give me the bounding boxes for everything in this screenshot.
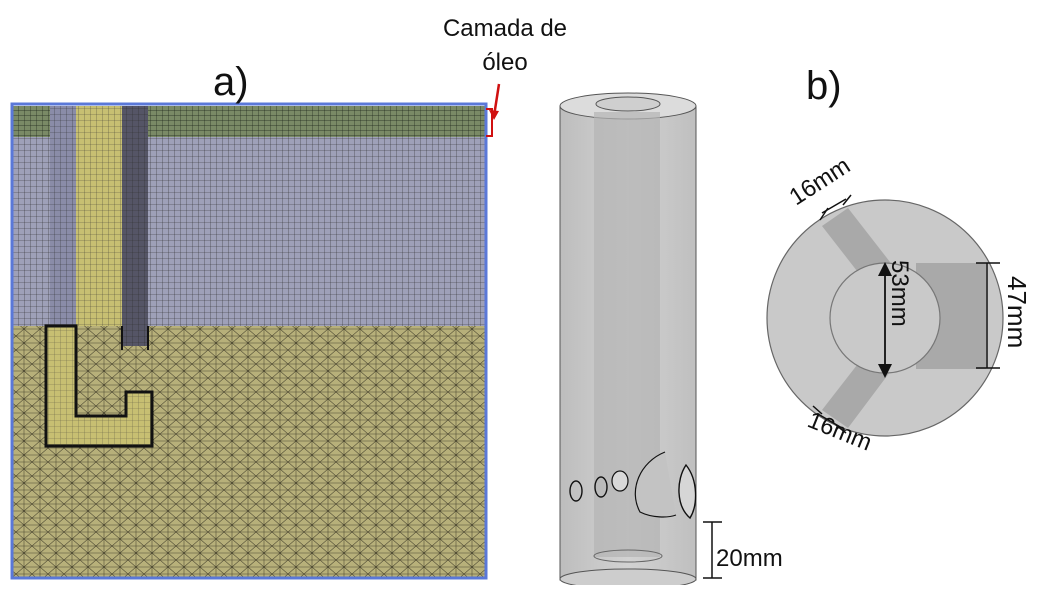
channel-top [822,208,890,280]
cross-section: 53mm 47mm 16mm 16mm [766,152,1032,457]
mesh-diagram [10,83,501,580]
dim-20mm-label: 20mm [716,545,783,572]
opening-2 [594,476,608,498]
sediment-mesh [12,326,486,578]
dim-47mm-label: 47mm [1002,276,1032,348]
domain-frame [10,102,488,580]
channel-bottom [822,356,890,428]
panel-b-title: b) [806,64,842,108]
oil-bracket [486,108,493,137]
dim-16mm-top-line [821,198,847,214]
opening-4 [634,451,677,518]
oil-layer-label: Camada de óleo [442,15,568,76]
dim-16mm-bottom-line [817,413,843,429]
dim-53mm-label: 53mm [886,260,913,327]
opening-1 [569,480,583,502]
panel-a-title: a) [213,60,249,104]
cylinder-drawing: 20mm [559,92,783,590]
opening-3 [611,470,629,492]
